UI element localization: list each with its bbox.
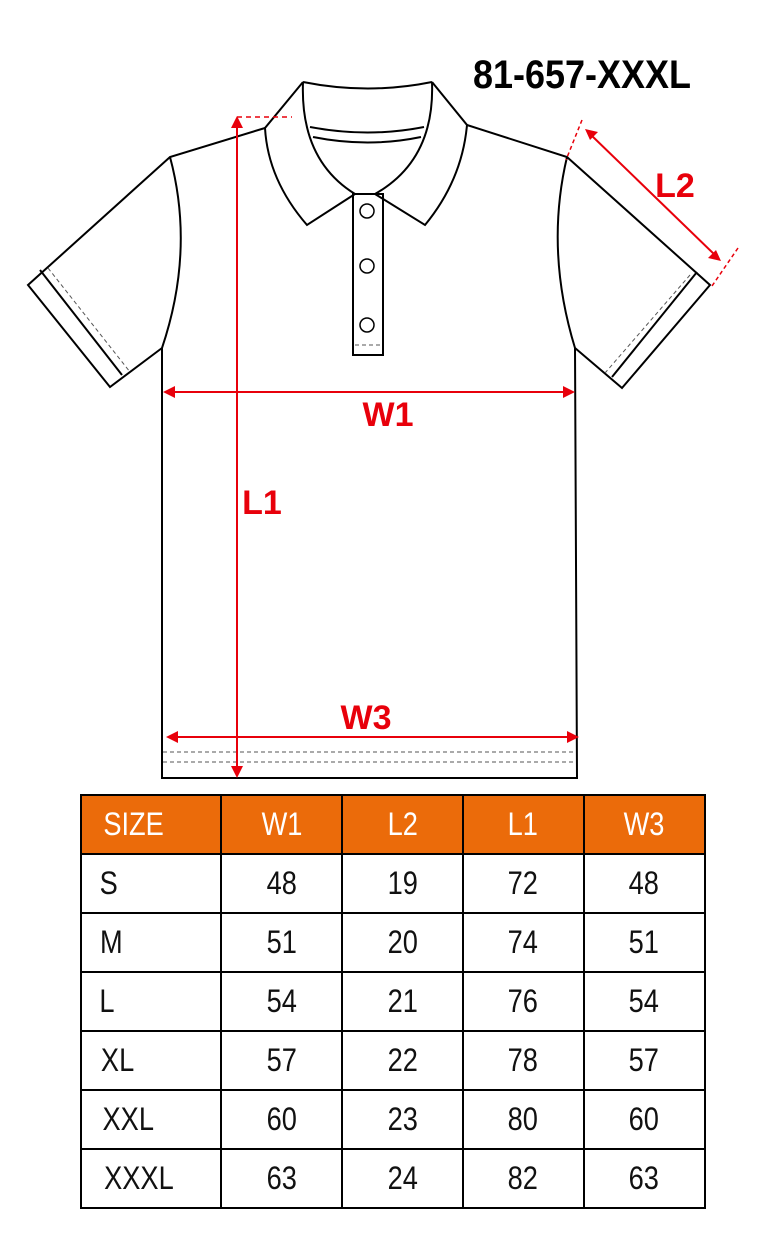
value-cell: 22 <box>341 1030 464 1091</box>
label-w1: W1 <box>363 396 414 434</box>
value-cell: 24 <box>341 1148 464 1209</box>
value-cell: 72 <box>461 853 585 914</box>
value-cell: 76 <box>461 971 585 1032</box>
shirt-outline <box>26 81 712 779</box>
value-cell: 20 <box>341 912 464 973</box>
value-cell: 51 <box>582 912 707 973</box>
size-cell: XL <box>80 1030 222 1091</box>
value-cell: 54 <box>219 971 344 1032</box>
header-cell: W1 <box>219 794 344 855</box>
header-cell: W3 <box>582 794 707 855</box>
value-cell: 74 <box>461 912 585 973</box>
size-cell: S <box>80 853 222 914</box>
label-l2: L2 <box>655 167 695 205</box>
stitch-lines <box>47 267 691 763</box>
value-cell: 21 <box>341 971 464 1032</box>
value-cell: 48 <box>582 853 707 914</box>
value-cell: 63 <box>582 1148 707 1209</box>
value-cell: 54 <box>582 971 707 1032</box>
value-cell: 51 <box>219 912 344 973</box>
table-header-row: SIZE W1 L2 L1 W3 <box>80 794 707 855</box>
value-cell: 80 <box>461 1089 585 1150</box>
label-l1: L1 <box>242 484 282 522</box>
header-cell: L2 <box>341 794 464 855</box>
value-cell: 60 <box>582 1089 707 1150</box>
value-cell: 48 <box>219 853 344 914</box>
polo-shirt-diagram: 81-657-XXXL W1 L1 W3 L2 <box>26 53 739 779</box>
value-cell: 63 <box>219 1148 344 1209</box>
header-cell: SIZE <box>80 794 222 855</box>
value-cell: 78 <box>461 1030 585 1091</box>
value-cell: 19 <box>341 853 464 914</box>
value-cell: 57 <box>582 1030 707 1091</box>
measurement-lines <box>163 116 739 778</box>
header-cell: L1 <box>461 794 585 855</box>
size-cell: XXL <box>80 1089 222 1150</box>
value-cell: 60 <box>219 1089 344 1150</box>
product-code: 81-657-XXXL <box>473 53 691 97</box>
size-cell: M <box>80 912 222 973</box>
value-cell: 82 <box>461 1148 585 1209</box>
label-w3: W3 <box>341 699 392 737</box>
value-cell: 57 <box>219 1030 344 1091</box>
value-cell: 23 <box>341 1089 464 1150</box>
size-cell: XXXL <box>80 1148 222 1209</box>
size-cell: L <box>80 971 222 1032</box>
